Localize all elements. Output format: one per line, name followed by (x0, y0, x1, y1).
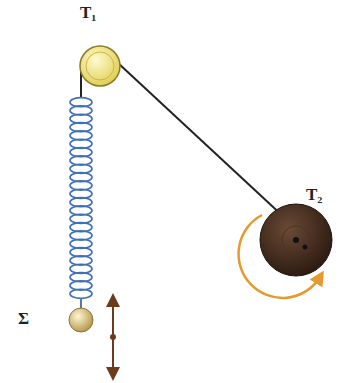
disc (260, 204, 332, 276)
mass-label: Σ (18, 310, 29, 327)
disc-label: T₂ (306, 186, 322, 203)
pulley-label: T₁ (80, 4, 96, 21)
disc-axle (293, 237, 299, 243)
mass-ball (69, 308, 93, 332)
disc-hub (282, 226, 310, 254)
spring-hook (80, 298, 82, 308)
pulley-groove (86, 52, 114, 80)
rope (104, 50, 300, 232)
spring (70, 98, 92, 299)
pulley (80, 46, 120, 86)
disc-pin (303, 245, 308, 250)
spring-coil (70, 289, 92, 298)
rotation-arrow (239, 215, 320, 298)
equilibrium-dot (110, 334, 116, 340)
